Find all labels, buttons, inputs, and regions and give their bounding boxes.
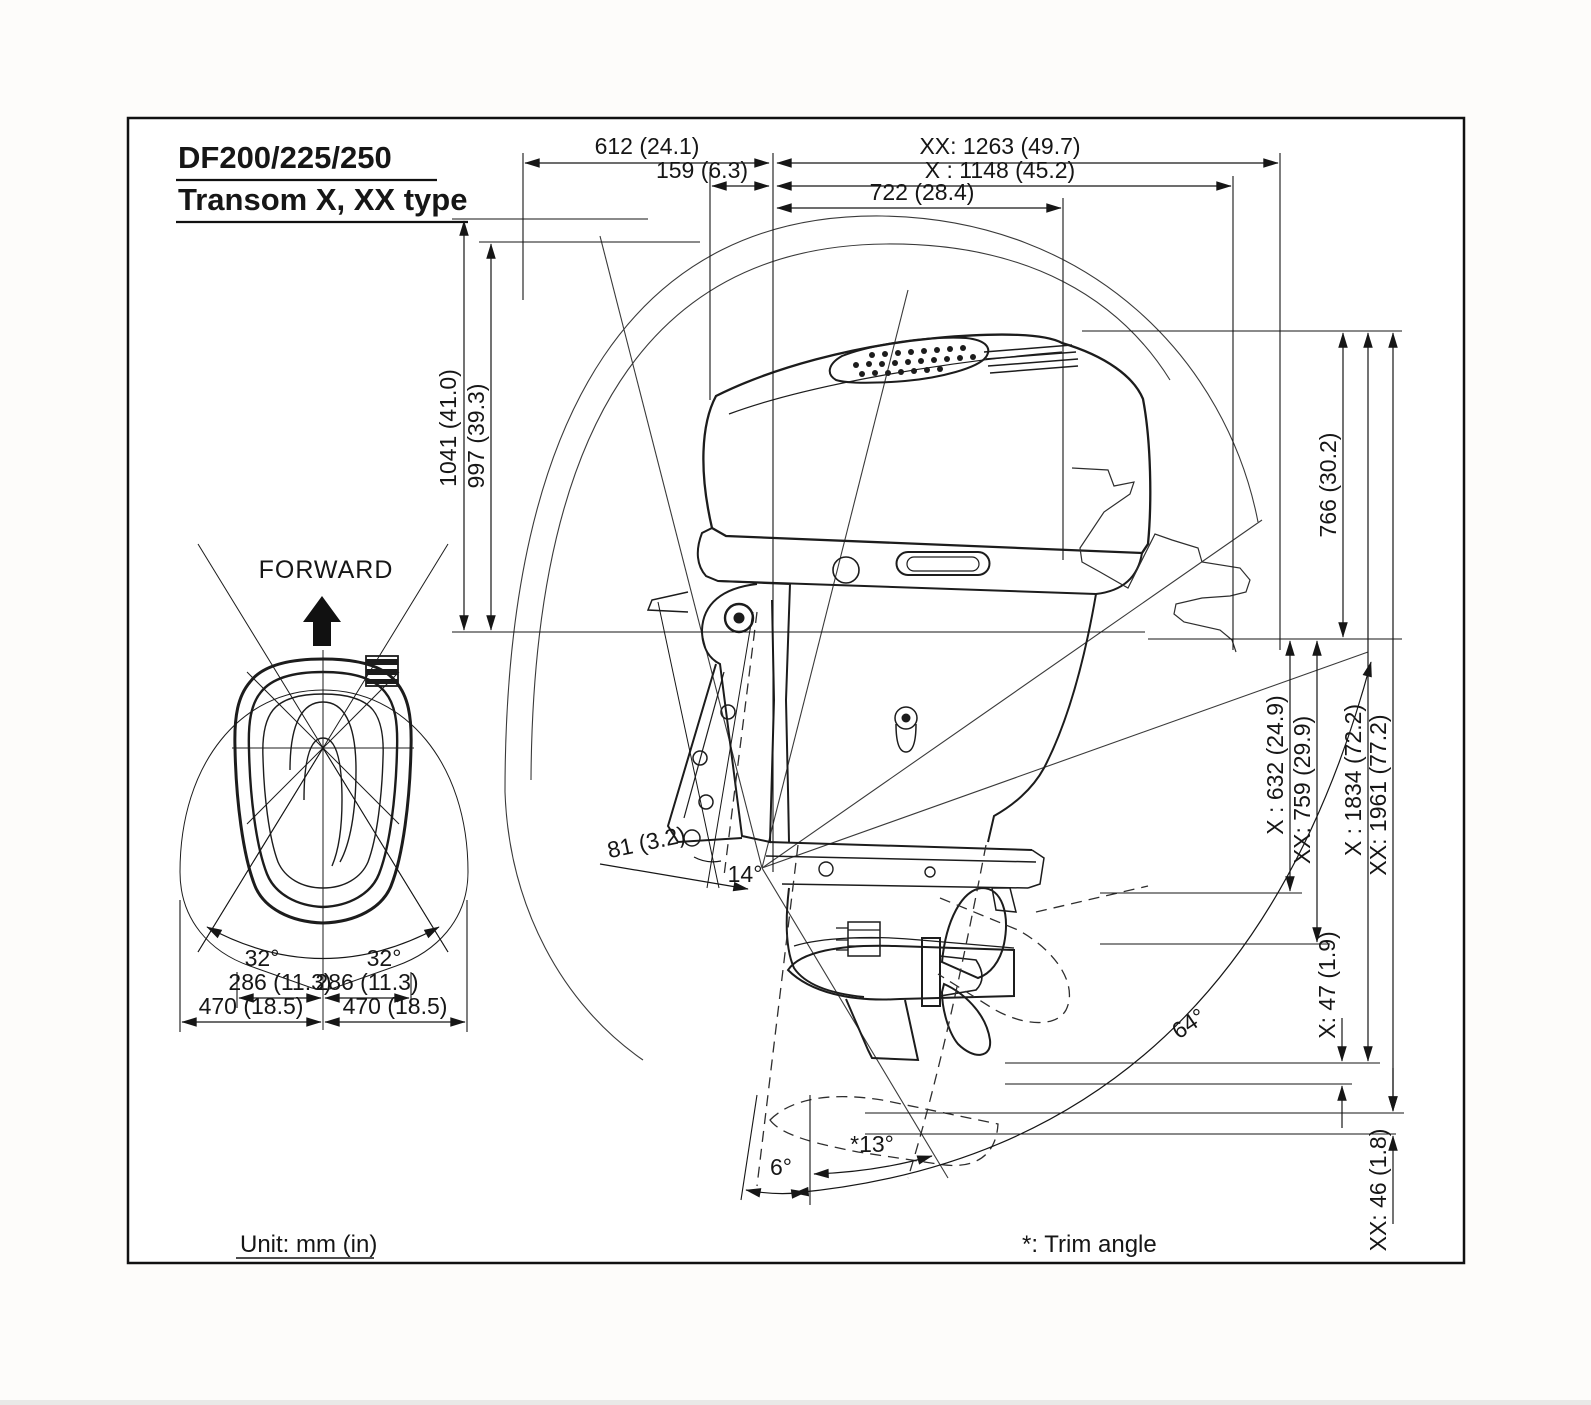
dim-997-label: 997 (39.3)	[463, 384, 489, 489]
bracket-bolt-1	[720, 704, 736, 720]
dim-xx1961-label: XX: 1961 (77.2)	[1365, 714, 1391, 875]
dim-1041-label: 1041 (41.0)	[435, 369, 461, 487]
dim-xx1263-label: XX: 1263 (49.7)	[919, 133, 1080, 159]
grille-dots	[853, 345, 976, 377]
dimension-lines	[181, 158, 1398, 1224]
dim-x1834-label: X : 1834 (72.2)	[1340, 704, 1366, 856]
angle-6-label: 6°	[770, 1154, 792, 1180]
notes: Unit: mm (in) *: Trim angle	[236, 1231, 1157, 1259]
tilt-envelope-outer-arc	[504, 215, 1259, 793]
dim-722-label: 722 (28.4)	[870, 179, 975, 205]
steering-arm	[646, 591, 689, 613]
angle-32-left-label: 32°	[245, 945, 280, 971]
dim-286-right-label: 286 (11.3)	[315, 969, 418, 995]
unit-note: Unit: mm (in)	[240, 1231, 377, 1258]
forward-label: FORWARD	[259, 556, 394, 584]
pan-grab-handle	[895, 551, 991, 576]
steering-ray-left	[197, 747, 324, 953]
clamp-bracket-inner	[683, 671, 725, 819]
dashed-housing-front	[756, 844, 799, 1187]
angle-13-label: *13°	[850, 1131, 894, 1157]
angle-32-right-label: 32°	[367, 945, 402, 971]
midsection-front-edge	[717, 580, 792, 843]
title-model: DF200/225/250	[178, 140, 392, 175]
dim-612-label: 612 (24.1)	[595, 133, 700, 159]
angle-14-label: 14°	[728, 861, 763, 887]
tilt-envelope-inner-arc	[530, 243, 1171, 781]
topview-cap-bands	[366, 659, 398, 684]
dim-xx759-label: XX: 759 (29.9)	[1289, 716, 1315, 864]
leader-81	[599, 863, 749, 892]
anode-bolt	[901, 713, 911, 723]
dim-159-label: 159 (6.3)	[656, 157, 748, 183]
angle14-line-b	[706, 611, 754, 889]
bracket-bolt-3	[698, 794, 714, 810]
topview-arch-a	[289, 701, 357, 863]
pan-grab-handle-inner	[906, 556, 980, 572]
dashed-transom-line	[723, 611, 758, 877]
clamp-bracket-plate	[666, 663, 743, 844]
dim-x1148-label: X : 1148 (45.2)	[925, 157, 1075, 183]
motor-top-view: FORWARD	[179, 543, 469, 1030]
arc-32deg	[206, 926, 440, 960]
steering-ray-right	[322, 747, 449, 953]
topview-arch-b	[303, 737, 343, 867]
trim-angle-note: *: Trim angle	[1022, 1231, 1157, 1258]
air-intake-grille	[828, 336, 990, 384]
tilt-envelope-outer-arc-lower	[504, 791, 644, 1061]
bracket-bolt-4	[683, 829, 701, 847]
engine-cowl-outline	[702, 333, 1152, 555]
tilt-ray-upper-left	[599, 235, 763, 869]
title-transom-type: Transom X, XX type	[178, 182, 467, 217]
tilted-motor-outline	[1071, 467, 1251, 653]
title-block: DF200/225/250 Transom X, XX type	[176, 140, 468, 224]
arc-64deg	[793, 661, 1372, 1197]
dim-xx46-label: XX: 46 (1.8)	[1365, 1129, 1391, 1252]
topview-envelope	[179, 689, 469, 990]
dim-x47-label: X: 47 (1.9)	[1314, 931, 1340, 1038]
dim-766-label: 766 (30.2)	[1315, 433, 1341, 538]
tilt-ray-upper-mid	[761, 289, 909, 869]
pan-flush-plug	[832, 556, 860, 584]
tilt-tube-bolt-center	[733, 612, 745, 624]
dim-x632-label: X : 632 (24.9)	[1262, 695, 1288, 834]
dim-286-left-label: 286 (11.3)	[228, 969, 331, 995]
swivel-bracket	[700, 583, 776, 844]
forward-arrow	[303, 596, 341, 646]
bracket-bolt-2	[692, 750, 708, 766]
dim-470-left-label: 470 (18.5)	[199, 993, 304, 1019]
arc-14deg	[693, 856, 722, 863]
angle14-line-a	[657, 601, 720, 889]
dim-470-right-label: 470 (18.5)	[343, 993, 448, 1019]
